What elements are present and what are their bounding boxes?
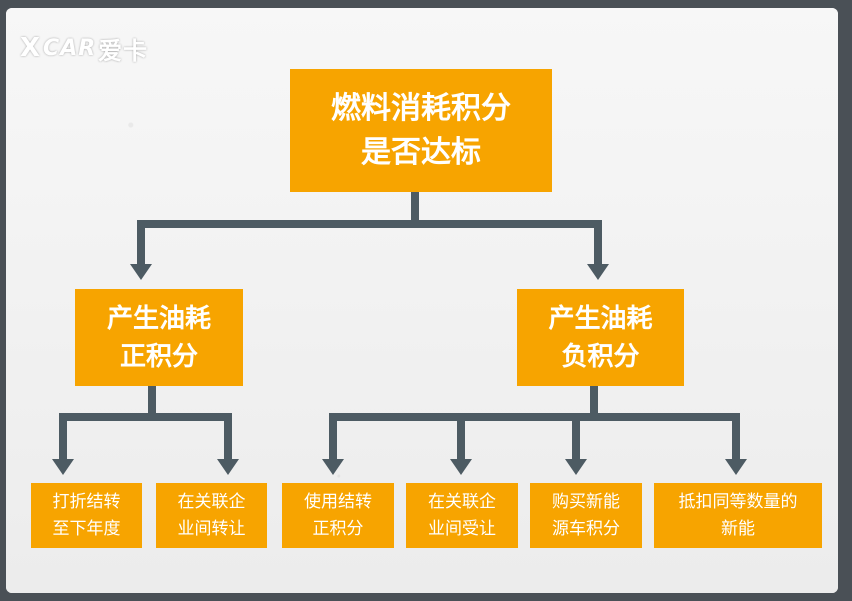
connectors: [52, 184, 747, 475]
node-positive-credits: 产生油耗 正积分: [75, 289, 243, 386]
diagram-canvas: X CAR 爱卡: [6, 8, 838, 593]
node-carry-forward: 打折结转 至下年度: [31, 483, 142, 548]
arrowheads: [52, 264, 747, 475]
logo-ai-text: 爱卡: [98, 36, 149, 65]
arrowhead-leaf1: [52, 459, 74, 475]
arrowhead-leaf3: [322, 459, 344, 475]
arrowhead-positive: [130, 264, 152, 280]
node-use-carried-credits: 使用结转 正积分: [282, 483, 394, 548]
node-transfer-affiliates: 在关联企 业间转让: [156, 483, 267, 548]
node-offset-equal-amount: 抵扣同等数量的 新能: [654, 483, 822, 548]
node-buy-nev-credits: 购买新能 源车积分: [530, 483, 642, 548]
node-root: 燃料消耗积分 是否达标: [290, 69, 552, 192]
arrowhead-negative: [587, 264, 609, 280]
xcar-logo: X CAR 爱卡: [20, 28, 148, 68]
arrowhead-leaf5: [565, 459, 587, 475]
node-negative-credits: 产生油耗 负积分: [517, 289, 684, 386]
logo-brand: X: [20, 33, 42, 63]
arrowhead-leaf6: [725, 459, 747, 475]
arrowhead-leaf2: [217, 459, 239, 475]
arrowhead-leaf4: [450, 459, 472, 475]
node-receive-from-affiliates: 在关联企 业间受让: [406, 483, 518, 548]
